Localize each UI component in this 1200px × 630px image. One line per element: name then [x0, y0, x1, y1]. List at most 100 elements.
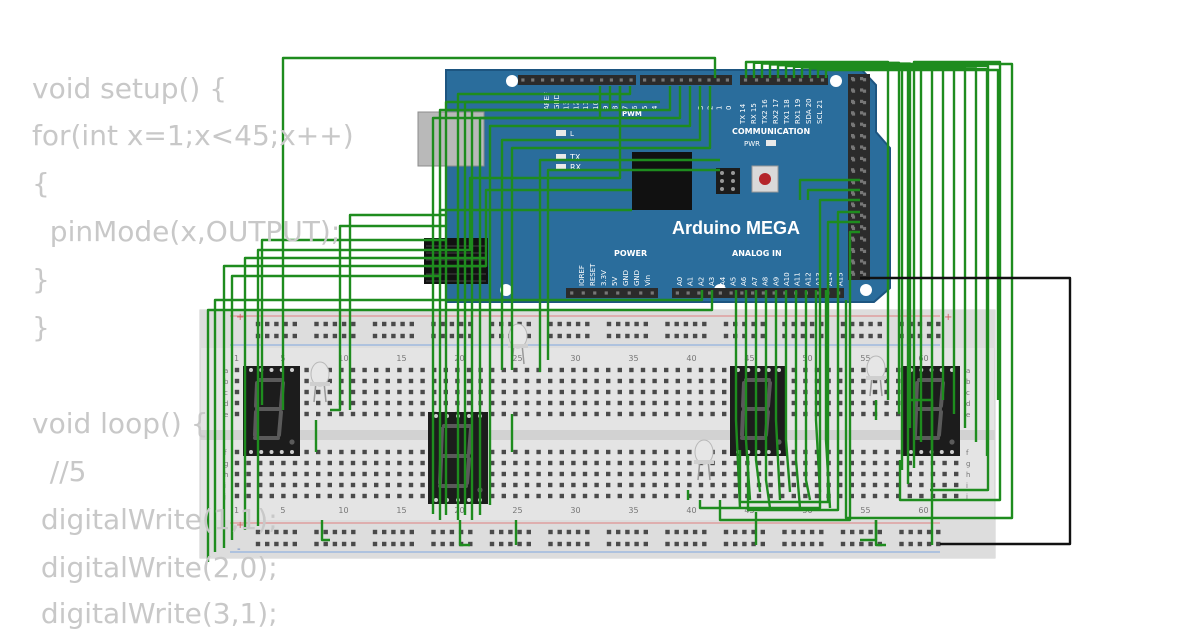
breadboard-hole [861, 460, 866, 466]
wire [260, 238, 446, 405]
breadboard-hole [304, 400, 309, 406]
breadboard-hole [652, 389, 657, 395]
rail-hole [409, 333, 414, 339]
header-pin [761, 291, 765, 295]
display-pin [746, 368, 751, 372]
breadboard-hole [258, 471, 263, 477]
breadboard-hole [490, 482, 495, 488]
breadboard-hole [339, 482, 344, 488]
breadboard-hole [675, 378, 680, 384]
header-pin [851, 202, 855, 206]
pin-label-digital: 3 [697, 106, 705, 110]
breadboard-hole [594, 411, 599, 417]
icsp-pin [731, 187, 735, 191]
rail-hole [625, 321, 630, 327]
rail-hole [819, 333, 824, 339]
breadboard-hole [490, 471, 495, 477]
breadboard-hole [664, 482, 669, 488]
rail-hole [255, 529, 261, 535]
breadboard-hole [559, 378, 564, 384]
reset-button-cap[interactable] [759, 173, 771, 185]
header-pin [639, 291, 643, 295]
row-letter-left: b [224, 378, 229, 386]
rail-hole [800, 541, 806, 547]
rx-label: RX [570, 163, 582, 172]
rail-hole [265, 321, 270, 327]
breadboard-hole [524, 367, 530, 373]
breadboard-hole [582, 471, 588, 477]
rail-hole [692, 321, 698, 327]
breadboard-hole [339, 389, 344, 395]
breadboard-hole [559, 367, 564, 373]
led [508, 323, 528, 365]
rail-hole [782, 333, 787, 339]
breadboard-hole [838, 400, 843, 406]
breadboard-hole [501, 389, 506, 395]
column-number-bottom: 5 [280, 506, 285, 515]
breadboard-hole [768, 482, 773, 488]
wire [243, 256, 486, 530]
breadboard-hole [942, 460, 947, 466]
breadboard-hole [548, 389, 553, 395]
header-pin [650, 291, 654, 295]
breadboard-hole [606, 460, 611, 466]
breadboard-hole [292, 493, 298, 499]
breadboard-hole [304, 460, 309, 466]
breadboard-hole [513, 471, 518, 477]
pin-label-comm: RX2 17 [772, 99, 780, 124]
wire [874, 520, 886, 547]
pin-label-digital: 5 [641, 106, 649, 110]
breadboard-hole [234, 367, 240, 373]
rail-hole [850, 529, 855, 535]
breadboard-hole [606, 400, 611, 406]
header-pin [593, 291, 597, 295]
rail-hole [323, 529, 328, 535]
wire [754, 290, 762, 493]
breadboard-hole [420, 449, 425, 455]
rail-hole [508, 529, 513, 535]
breadboard-hole [362, 389, 367, 395]
rail-hole [351, 333, 356, 339]
breadboard-hole [374, 400, 379, 406]
column-number-bottom: 30 [570, 506, 580, 515]
header-digital-pwm [640, 75, 732, 85]
breadboard-hole [942, 493, 947, 499]
header-pin [860, 134, 864, 138]
breadboard-hole [814, 460, 820, 466]
breadboard-hole [652, 460, 657, 466]
breadboard-hole [791, 378, 796, 384]
rail-plus-sign: + [236, 520, 244, 531]
icsp-pin [720, 171, 724, 175]
arduino-mega-board: Arduino MEGA PWM COMMUNICATION PWR L TX … [417, 69, 891, 303]
breadboard-hole [791, 367, 796, 373]
column-number-bottom: 60 [918, 506, 928, 515]
rail-hole [292, 321, 297, 327]
rail-hole [850, 333, 855, 339]
header-pin [862, 101, 867, 105]
row-letter-left: h [224, 471, 228, 479]
column-number-top: 40 [686, 354, 696, 363]
breadboard-hole [652, 367, 657, 373]
pin-label-power: IOREF [578, 265, 586, 286]
breadboard-hole [884, 460, 889, 466]
breadboard-hole [327, 449, 332, 455]
wire [456, 86, 632, 520]
breadboard-hole [501, 400, 506, 406]
breadboard-hole [896, 460, 901, 466]
rail-hole [702, 333, 707, 339]
header-pin [679, 78, 683, 82]
breadboard-hole [408, 460, 414, 466]
display-pin [290, 368, 294, 372]
breadboard-hole [687, 378, 692, 384]
rail-hole [314, 333, 319, 339]
breadboard-hole [339, 471, 344, 477]
rail-hole [382, 333, 387, 339]
breadboard-hole [513, 378, 518, 384]
breadboard-hole [838, 411, 843, 417]
header-pin [851, 134, 855, 138]
header-pin [862, 135, 867, 139]
breadboard-hole [269, 482, 274, 488]
header-pin [851, 225, 855, 229]
breadboard-hole [872, 493, 878, 499]
breadboard-hole [687, 460, 692, 466]
